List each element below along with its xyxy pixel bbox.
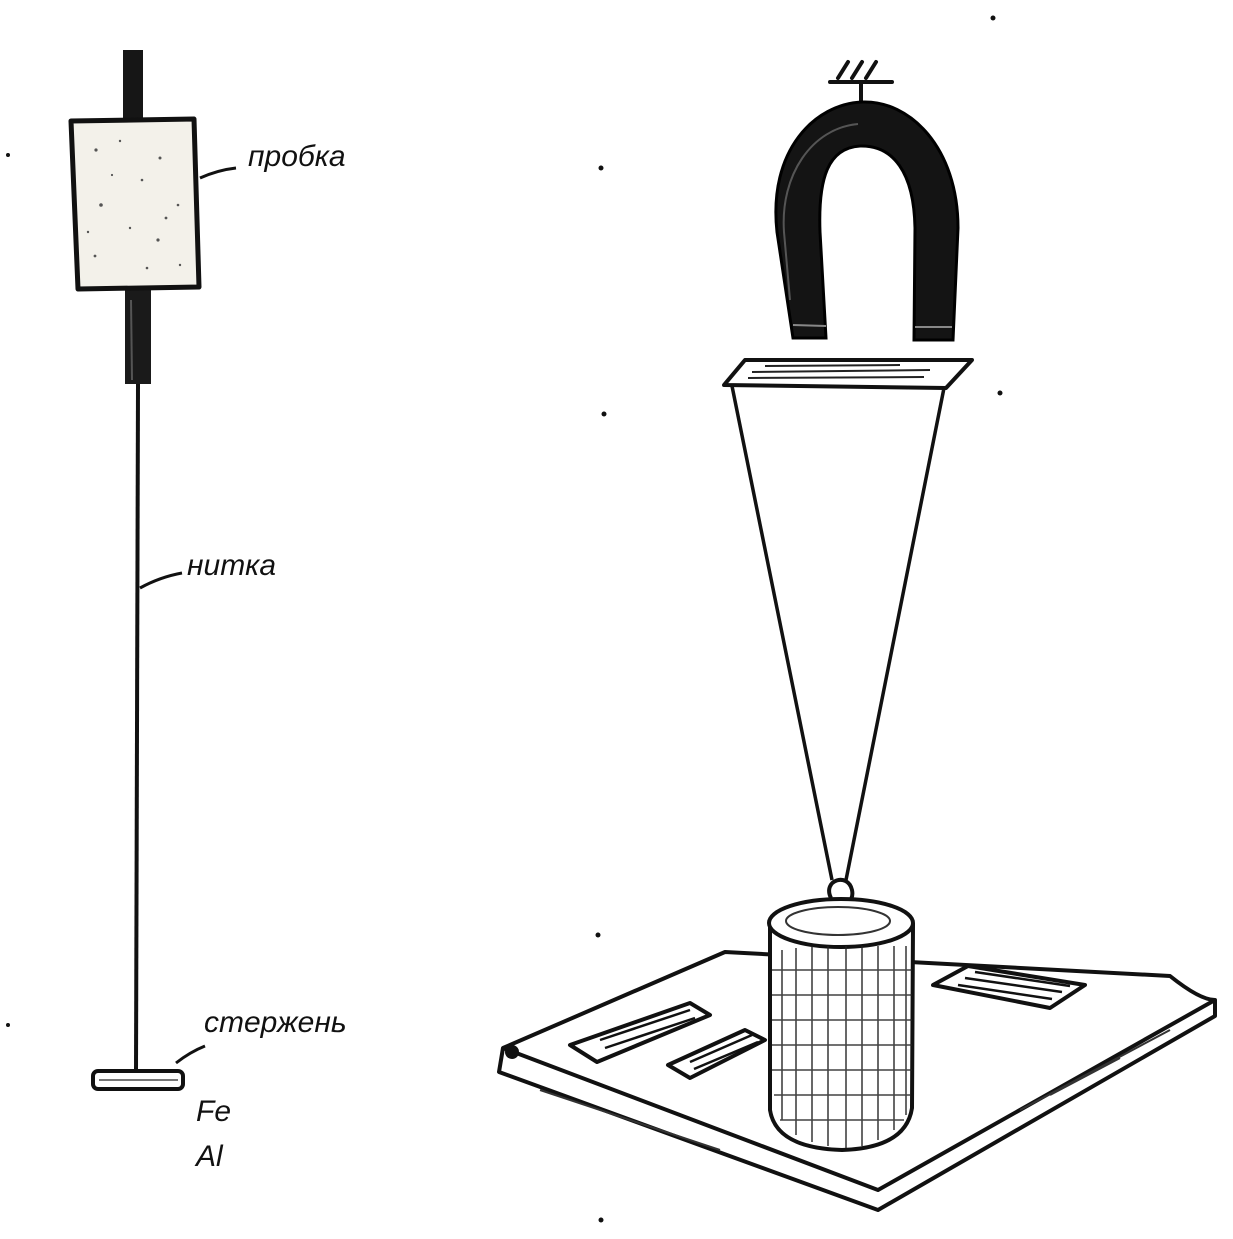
label-rod: стержень xyxy=(204,1006,347,1039)
base-board-edge xyxy=(497,1000,1217,1212)
thread xyxy=(134,383,140,1073)
cork-block xyxy=(68,116,202,292)
stray-specks xyxy=(6,15,1003,1223)
thread-left xyxy=(730,385,834,881)
ceiling-hatch xyxy=(828,60,894,84)
cork-texture xyxy=(86,139,182,270)
cylinder-top-ring xyxy=(785,906,891,936)
cylinder-crosshatch xyxy=(772,946,912,1148)
cylinder-body xyxy=(768,923,916,1153)
base-board-corner xyxy=(505,1045,519,1059)
thread-right xyxy=(844,387,946,881)
label-element-al: Al xyxy=(194,1140,224,1173)
upper-stick xyxy=(123,50,143,122)
horseshoe-magnet xyxy=(774,100,960,342)
plate-hatching xyxy=(747,364,931,379)
lower-stick-shading xyxy=(130,299,133,381)
magnet-highlight xyxy=(782,123,859,301)
label-cork: пробка xyxy=(248,140,346,173)
rod-leader-line xyxy=(175,1044,206,1065)
label-thread: нитка xyxy=(187,549,276,582)
cork-leader-line xyxy=(199,166,237,180)
magnet-setup xyxy=(6,15,1217,1223)
base-board-hatching xyxy=(539,1029,1171,1151)
lower-stick xyxy=(125,287,151,384)
sample-strip-middle xyxy=(666,1028,767,1080)
cork-pendulum xyxy=(68,50,237,1091)
cylinder-weight xyxy=(767,897,916,1153)
sample-strip-left-hatching xyxy=(599,1008,696,1050)
thread-leader-line xyxy=(139,571,183,590)
suspension-plate xyxy=(722,358,974,390)
magnet-left-pole-mark xyxy=(792,324,827,327)
sample-strip-middle-hatching xyxy=(689,1033,759,1071)
sample-strip-right-hatching xyxy=(957,970,1071,1001)
label-element-fe: Fe xyxy=(196,1095,231,1128)
